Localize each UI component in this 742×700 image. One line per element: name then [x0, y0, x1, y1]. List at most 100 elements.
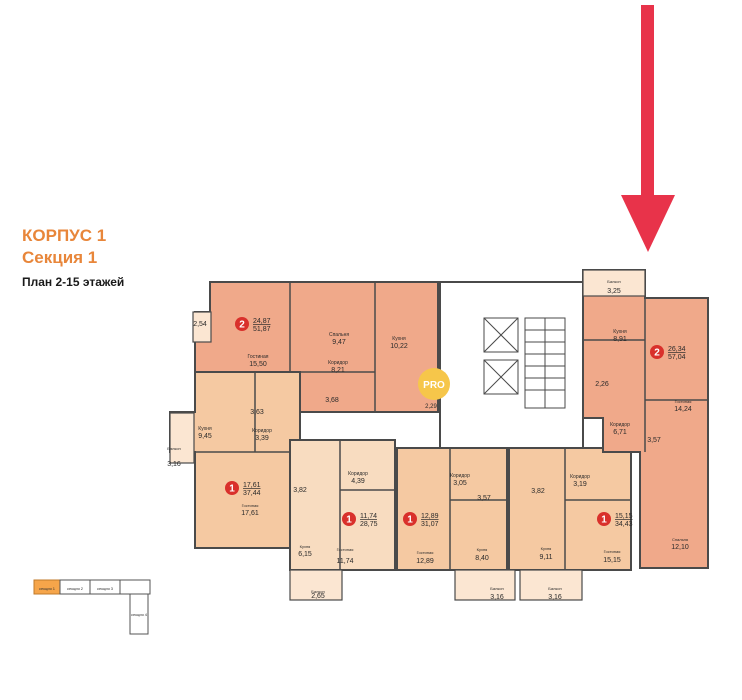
room-count-text: 1: [346, 515, 352, 526]
room-label: Коридор: [570, 474, 590, 480]
minimap-label-4: секция 4: [131, 612, 148, 617]
room-label: Кухня: [477, 547, 488, 552]
minimap-label-2: секция 2: [67, 586, 84, 591]
room-label: Кухня: [392, 336, 406, 342]
total-area: 37,44: [243, 490, 261, 497]
room-label: Коридор: [252, 428, 272, 434]
room-label: Балкон: [607, 279, 620, 284]
room-label: 4,39: [351, 478, 365, 485]
stairs-icon: [483, 317, 566, 409]
room-label: Кухня: [541, 546, 552, 551]
room-label: Кухня: [198, 426, 212, 432]
room-label: 17,61: [241, 510, 259, 517]
room-label: 14,24: [674, 406, 692, 413]
total-area: 57,04: [668, 354, 686, 361]
room-label: Коридор: [348, 471, 368, 477]
room-label: Гостиная: [417, 550, 434, 555]
inner-walls: [195, 282, 708, 570]
room-label: 3,39: [255, 435, 269, 442]
minimap: секция 1 секция 2 секция 3 секция 4: [33, 579, 151, 635]
room-label: Гостиная: [675, 399, 692, 404]
living-area: 12,89: [421, 513, 439, 520]
room-count-text: 1: [601, 515, 607, 526]
floor-plan-title: План 2-15 этажей: [22, 275, 125, 289]
room-label: Коридор: [610, 422, 630, 428]
room-label: 12,10: [671, 544, 689, 551]
room-count-text: 2: [654, 348, 660, 359]
room-label: 10,22: [390, 343, 408, 350]
room-label: 11,74: [337, 558, 354, 565]
room-label: Балкон: [548, 586, 561, 591]
room-label: 6,71: [613, 429, 627, 436]
apartment-left-mid: [169, 371, 301, 549]
room-label: Гостиная: [248, 354, 269, 360]
room-label: Балкон: [311, 589, 324, 594]
room-label: 2,26: [595, 381, 609, 388]
building-title: КОРПУС 1: [22, 226, 107, 245]
arrow-down-icon: [621, 5, 675, 252]
room-label: Гостиная: [604, 549, 621, 554]
room-label: 3,16: [548, 594, 562, 601]
total-area: 31,07: [421, 521, 439, 528]
room-label: 8,40: [475, 555, 489, 562]
room-label: Гостиная: [242, 503, 259, 508]
balconies: [169, 269, 646, 601]
stair-core: [439, 281, 584, 449]
apartment-mid-1: [289, 439, 396, 571]
room-count-circle: [235, 317, 249, 331]
room-count-circle: [403, 512, 417, 526]
room-label: 3,25: [607, 288, 621, 295]
minimap-label-1: секция 1: [39, 586, 56, 591]
room-count-circle: [342, 512, 356, 526]
room-label: Балкон: [167, 446, 180, 451]
room-label: 3,16: [167, 461, 181, 468]
room-count-text: 1: [229, 484, 235, 495]
living-area: 17,61: [243, 482, 261, 489]
room-label: 15,15: [603, 557, 621, 564]
total-area: 51,87: [253, 326, 271, 333]
total-area: 34,43: [615, 521, 633, 528]
pro-badge-text: PRO: [423, 380, 445, 391]
room-label: Кухня: [300, 544, 311, 549]
apartment-mid-2: [396, 447, 508, 571]
room-label: 3,82: [293, 487, 307, 494]
living-area: 24,87: [253, 318, 271, 325]
room-count-circle: [650, 345, 664, 359]
room-label: Коридор: [328, 360, 348, 366]
room-label: 3,63: [250, 409, 264, 416]
living-area: 15,15: [615, 513, 633, 520]
room-label: 9,47: [332, 339, 346, 346]
room-label: 3,68: [325, 397, 339, 404]
room-label: 2,29: [425, 404, 437, 410]
room-label: 8,91: [613, 336, 627, 343]
room-label: 9,11: [539, 554, 552, 561]
living-area: 11,74: [360, 513, 377, 520]
room-count-circle: [225, 481, 239, 495]
room-count-text: 2: [239, 320, 245, 331]
minimap-label-3: секция 3: [97, 586, 114, 591]
pro-badge: PRO: [418, 368, 450, 400]
room-label: 12,89: [416, 558, 434, 565]
room-label: 3,57: [647, 437, 661, 444]
room-label: Спальня: [672, 537, 688, 542]
section-title: Секция 1: [22, 248, 98, 267]
room-label: 3,19: [573, 481, 587, 488]
room-label: Кухня: [613, 329, 627, 335]
room-label: Спальня: [329, 332, 349, 338]
room-label: 3,16: [490, 594, 504, 601]
room-label: 2,54: [193, 321, 207, 328]
room-label: 15,50: [249, 361, 267, 368]
room-label: Гостиная: [337, 547, 354, 552]
room-label: 6,15: [298, 551, 312, 558]
room-label: 8,21: [331, 367, 345, 374]
living-area: 26,34: [668, 346, 686, 353]
room-label: 3,82: [531, 488, 545, 495]
room-label: Коридор: [450, 473, 470, 479]
room-label: 9,45: [198, 433, 212, 440]
